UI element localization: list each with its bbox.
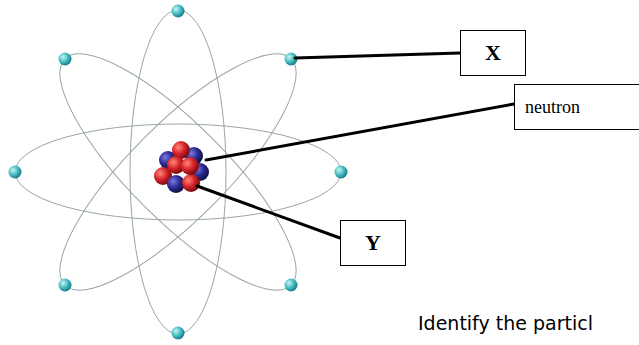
electrons (9, 5, 348, 340)
label-text: neutron (525, 97, 580, 118)
leader-lines (197, 53, 514, 238)
question-text: Identify the particl (418, 312, 593, 334)
nucleus (154, 141, 209, 193)
label-text: Y (365, 230, 381, 256)
label-box: Y (340, 220, 406, 266)
label-box: X (460, 30, 526, 76)
orbit-paths (15, 10, 341, 334)
label-text: X (485, 40, 501, 66)
label-box: neutron (514, 84, 639, 130)
